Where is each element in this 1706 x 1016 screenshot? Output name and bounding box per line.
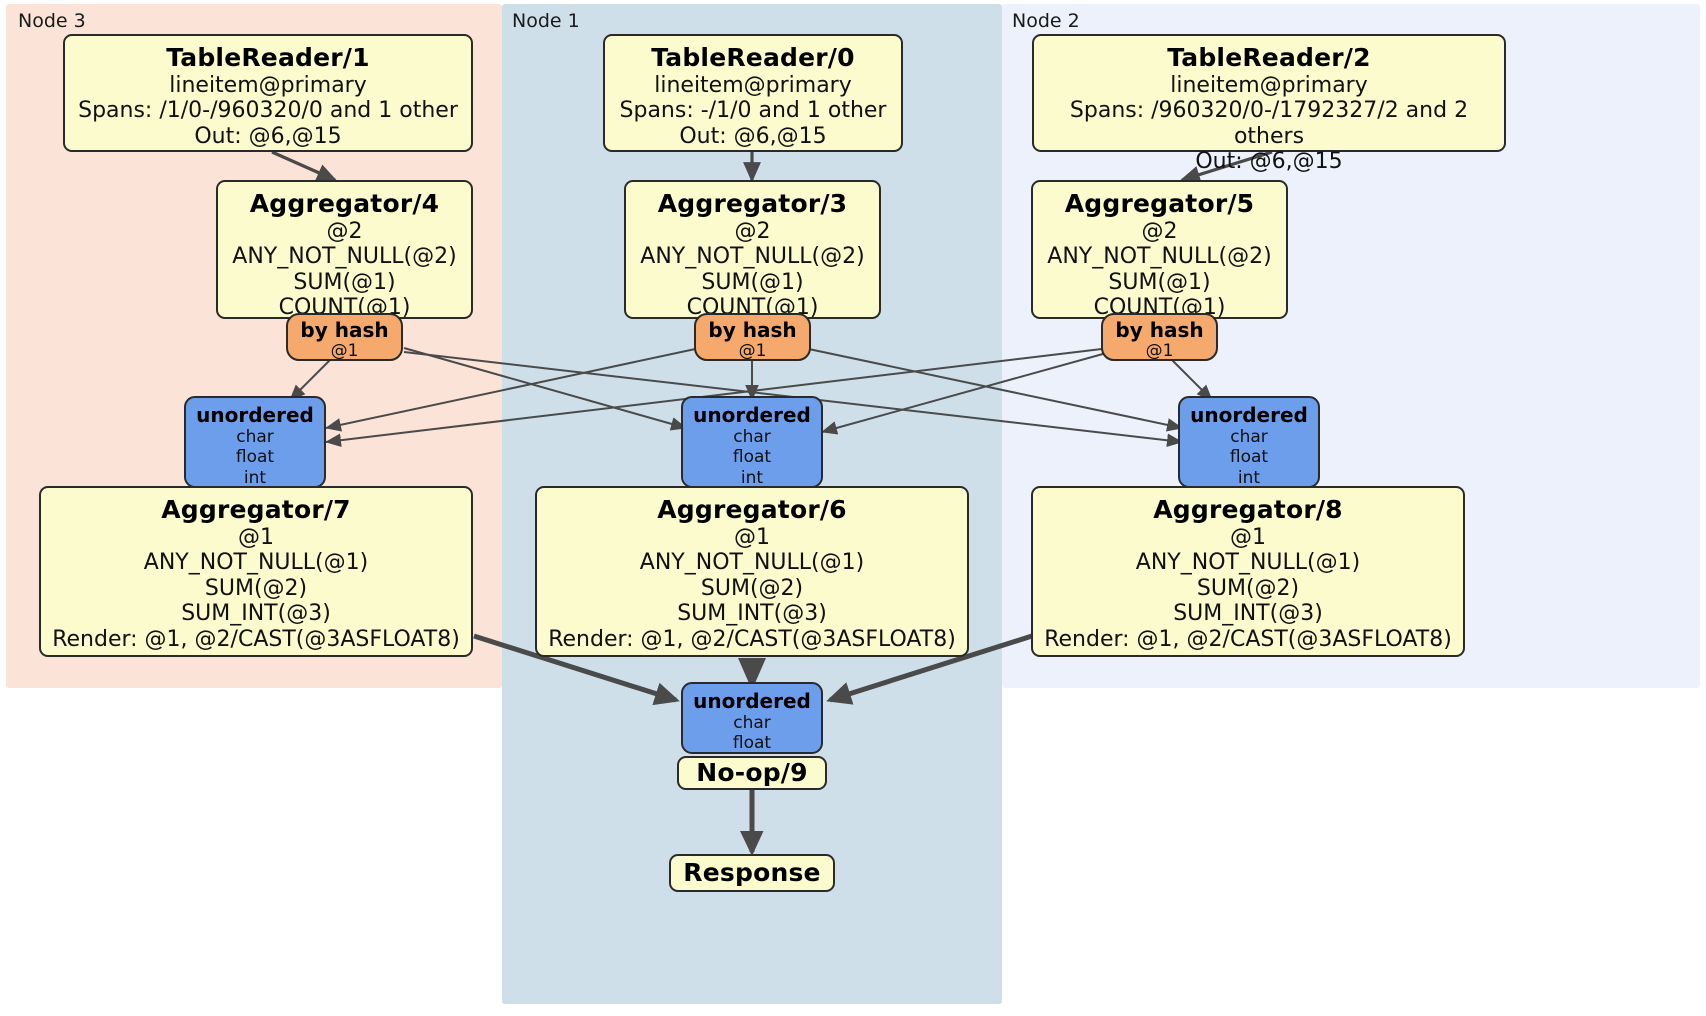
node-line: float: [732, 733, 772, 754]
node-tablereader-2[interactable]: TableReader/2 lineitem@primary Spans: /9…: [1032, 34, 1506, 174]
node-line: lineitem@primary: [654, 72, 852, 98]
node-aggregator-8[interactable]: Aggregator/8 @1 ANY_NOT_NULL(@1) SUM(@2)…: [1031, 486, 1465, 657]
node-line: float: [235, 447, 275, 468]
node-line: lineitem@primary: [169, 72, 367, 98]
node-line: SUM(@2): [1196, 575, 1300, 601]
node-line: ANY_NOT_NULL(@1): [1135, 550, 1361, 576]
node-line: Render: @1, @2/CAST(@3ASFLOAT8): [52, 626, 460, 652]
node-line: ANY_NOT_NULL(@2): [1047, 244, 1272, 270]
node-title: TableReader/1: [166, 43, 370, 72]
node-line: char: [236, 427, 274, 447]
node-line: SUM_INT(@3): [181, 601, 331, 627]
node-title: by hash: [708, 318, 797, 342]
node-aggregator-3[interactable]: Aggregator/3 @2 ANY_NOT_NULL(@2) SUM(@1)…: [624, 180, 881, 320]
node-line: SUM_INT(@3): [1173, 601, 1323, 627]
node-title: TableReader/2: [1167, 43, 1371, 72]
node-noop-9[interactable]: No-op/9: [677, 756, 827, 790]
node-by-hash-center[interactable]: by hash @1: [694, 313, 811, 361]
node-line: SUM(@1): [1108, 269, 1211, 295]
node-aggregator-5[interactable]: Aggregator/5 @2 ANY_NOT_NULL(@2) SUM(@1)…: [1031, 180, 1288, 320]
node-line: @2: [326, 218, 363, 244]
node-line: Render: @1, @2/CAST(@3ASFLOAT8): [1044, 626, 1452, 652]
node-line: ANY_NOT_NULL(@2): [640, 244, 865, 270]
node-unordered-final[interactable]: unordered char float: [681, 682, 823, 754]
node-unordered-left[interactable]: unordered char float int: [184, 396, 326, 488]
node-line: ANY_NOT_NULL(@1): [639, 550, 865, 576]
node-response[interactable]: Response: [669, 854, 835, 892]
node-line: int: [243, 467, 267, 488]
node-line: SUM(@2): [700, 575, 804, 601]
node-line: @1: [330, 341, 359, 361]
node-line: @2: [1141, 218, 1178, 244]
node-line: Render: @1, @2/CAST(@3ASFLOAT8): [548, 626, 956, 652]
node-unordered-right[interactable]: unordered char float int: [1178, 396, 1320, 488]
node-line: Spans: /1/0-/960320/0 and 1 other: [78, 98, 458, 124]
node-line: char: [733, 713, 771, 733]
node-line: Out: @6,@15: [194, 123, 342, 149]
node-line: char: [733, 427, 771, 447]
node-line: @1: [738, 341, 767, 361]
node-title: unordered: [693, 689, 811, 713]
node-title: unordered: [693, 403, 811, 427]
node-tablereader-0[interactable]: TableReader/0 lineitem@primary Spans: -/…: [603, 34, 903, 152]
node-title: Aggregator/6: [657, 495, 847, 524]
node-line: lineitem@primary: [1170, 72, 1368, 98]
node-line: int: [1237, 467, 1261, 488]
node-line: float: [732, 447, 772, 468]
node-title: Aggregator/8: [1153, 495, 1343, 524]
node-line: @1: [734, 524, 770, 550]
node-line: ANY_NOT_NULL(@1): [143, 550, 369, 576]
node-title: Aggregator/4: [249, 189, 440, 218]
panel-label-node3: Node 3: [18, 10, 86, 32]
node-line: SUM_INT(@3): [677, 601, 827, 627]
node-title: No-op/9: [696, 757, 808, 787]
node-line: SUM(@1): [293, 269, 396, 295]
node-line: SUM(@2): [204, 575, 308, 601]
node-line: int: [740, 467, 764, 488]
node-line: char: [1230, 427, 1268, 447]
node-aggregator-6[interactable]: Aggregator/6 @1 ANY_NOT_NULL(@1) SUM(@2)…: [535, 486, 969, 657]
node-line: Spans: /960320/0-/1792327/2 and 2 others: [1069, 98, 1469, 149]
node-line: SUM(@1): [701, 269, 804, 295]
panel-label-node2: Node 2: [1012, 10, 1080, 32]
node-unordered-center[interactable]: unordered char float int: [681, 396, 823, 488]
node-title: Aggregator/3: [657, 189, 848, 218]
node-aggregator-7[interactable]: Aggregator/7 @1 ANY_NOT_NULL(@1) SUM(@2)…: [39, 486, 473, 657]
node-line: @2: [734, 218, 771, 244]
node-line: @1: [1145, 341, 1174, 361]
node-by-hash-left[interactable]: by hash @1: [286, 313, 403, 361]
node-title: unordered: [196, 403, 314, 427]
node-line: Out: @6,@15: [1195, 149, 1343, 175]
node-line: Out: @6,@15: [679, 123, 827, 149]
node-line: @1: [238, 524, 274, 550]
node-line: float: [1229, 447, 1269, 468]
node-title: Aggregator/5: [1064, 189, 1255, 218]
node-title: TableReader/0: [651, 43, 855, 72]
node-by-hash-right[interactable]: by hash @1: [1101, 313, 1218, 361]
node-title: Response: [683, 857, 821, 887]
node-line: ANY_NOT_NULL(@2): [232, 244, 457, 270]
node-title: by hash: [300, 318, 389, 342]
node-title: by hash: [1115, 318, 1204, 342]
panel-label-node1: Node 1: [512, 10, 580, 32]
node-line: Spans: -/1/0 and 1 other: [619, 98, 887, 124]
node-title: Aggregator/7: [161, 495, 351, 524]
node-line: @1: [1230, 524, 1266, 550]
node-tablereader-1[interactable]: TableReader/1 lineitem@primary Spans: /1…: [63, 34, 473, 152]
node-title: unordered: [1190, 403, 1308, 427]
node-aggregator-4[interactable]: Aggregator/4 @2 ANY_NOT_NULL(@2) SUM(@1)…: [216, 180, 473, 320]
